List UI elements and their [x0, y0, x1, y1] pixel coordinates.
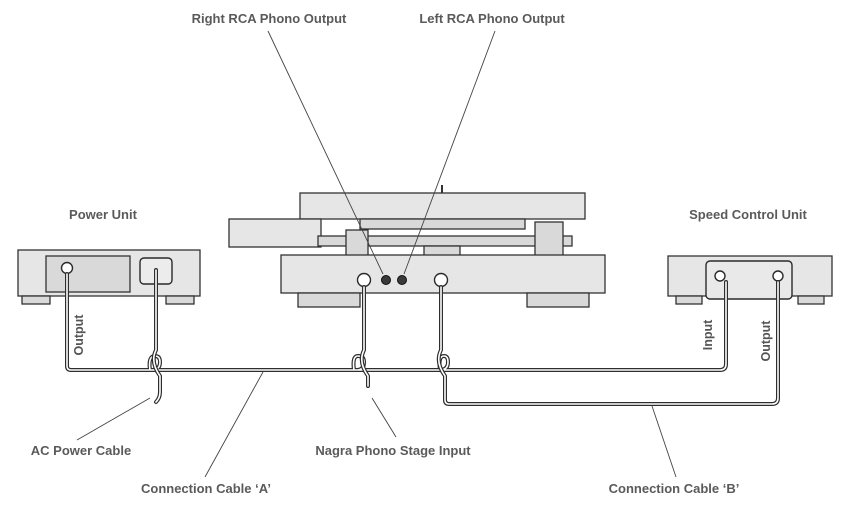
leader-nagra	[371, 397, 397, 438]
label-ac-power-cable: AC Power Cable	[31, 443, 131, 458]
label-connection-cable-b: Connection Cable ‘B’	[609, 481, 740, 496]
power-unit	[17, 249, 201, 305]
speed-control-foot-right	[797, 295, 825, 305]
turntable-top-plate	[299, 192, 586, 220]
speed-control-input-jack-box	[714, 270, 726, 282]
label-speed-input: Input	[701, 319, 715, 350]
power-unit-output-jack	[60, 261, 74, 275]
turntable-support-right	[534, 221, 564, 257]
leader-cable-b	[651, 405, 677, 478]
label-power-unit: Power Unit	[69, 207, 138, 222]
nagra-input-jack	[356, 272, 372, 288]
label-speed-control-unit: Speed Control Unit	[689, 207, 807, 222]
turntable-platter	[359, 218, 526, 230]
leader-cable-a	[204, 371, 264, 478]
turntable	[228, 185, 606, 308]
left-rca-jack	[397, 275, 407, 285]
speed-control-unit	[667, 255, 833, 305]
power-unit-foot-right	[165, 295, 195, 305]
leader-ac-power	[76, 397, 151, 441]
turntable-motor-block	[228, 218, 322, 248]
speed-control-foot-left	[675, 295, 703, 305]
speed-control-input-jack	[433, 272, 449, 288]
turntable-foot-right	[526, 292, 590, 308]
label-connection-cable-a: Connection Cable ‘A’	[141, 481, 271, 496]
power-unit-panel	[45, 255, 131, 293]
label-right-rca-output: Right RCA Phono Output	[192, 11, 347, 26]
label-nagra-phono-input: Nagra Phono Stage Input	[315, 443, 471, 458]
cables	[65, 268, 780, 406]
label-power-output: Output	[72, 314, 86, 356]
leader-left-rca	[403, 30, 496, 275]
turntable-foot-left	[297, 292, 361, 308]
speed-control-output-jack	[772, 270, 784, 282]
power-unit-foot-left	[21, 295, 51, 305]
turntable-support-left	[345, 229, 369, 257]
right-rca-jack	[381, 275, 391, 285]
label-left-rca-output: Left RCA Phono Output	[419, 11, 565, 26]
leader-right-rca	[267, 30, 384, 275]
leader-lines	[76, 30, 677, 478]
label-speed-output: Output	[759, 320, 773, 362]
